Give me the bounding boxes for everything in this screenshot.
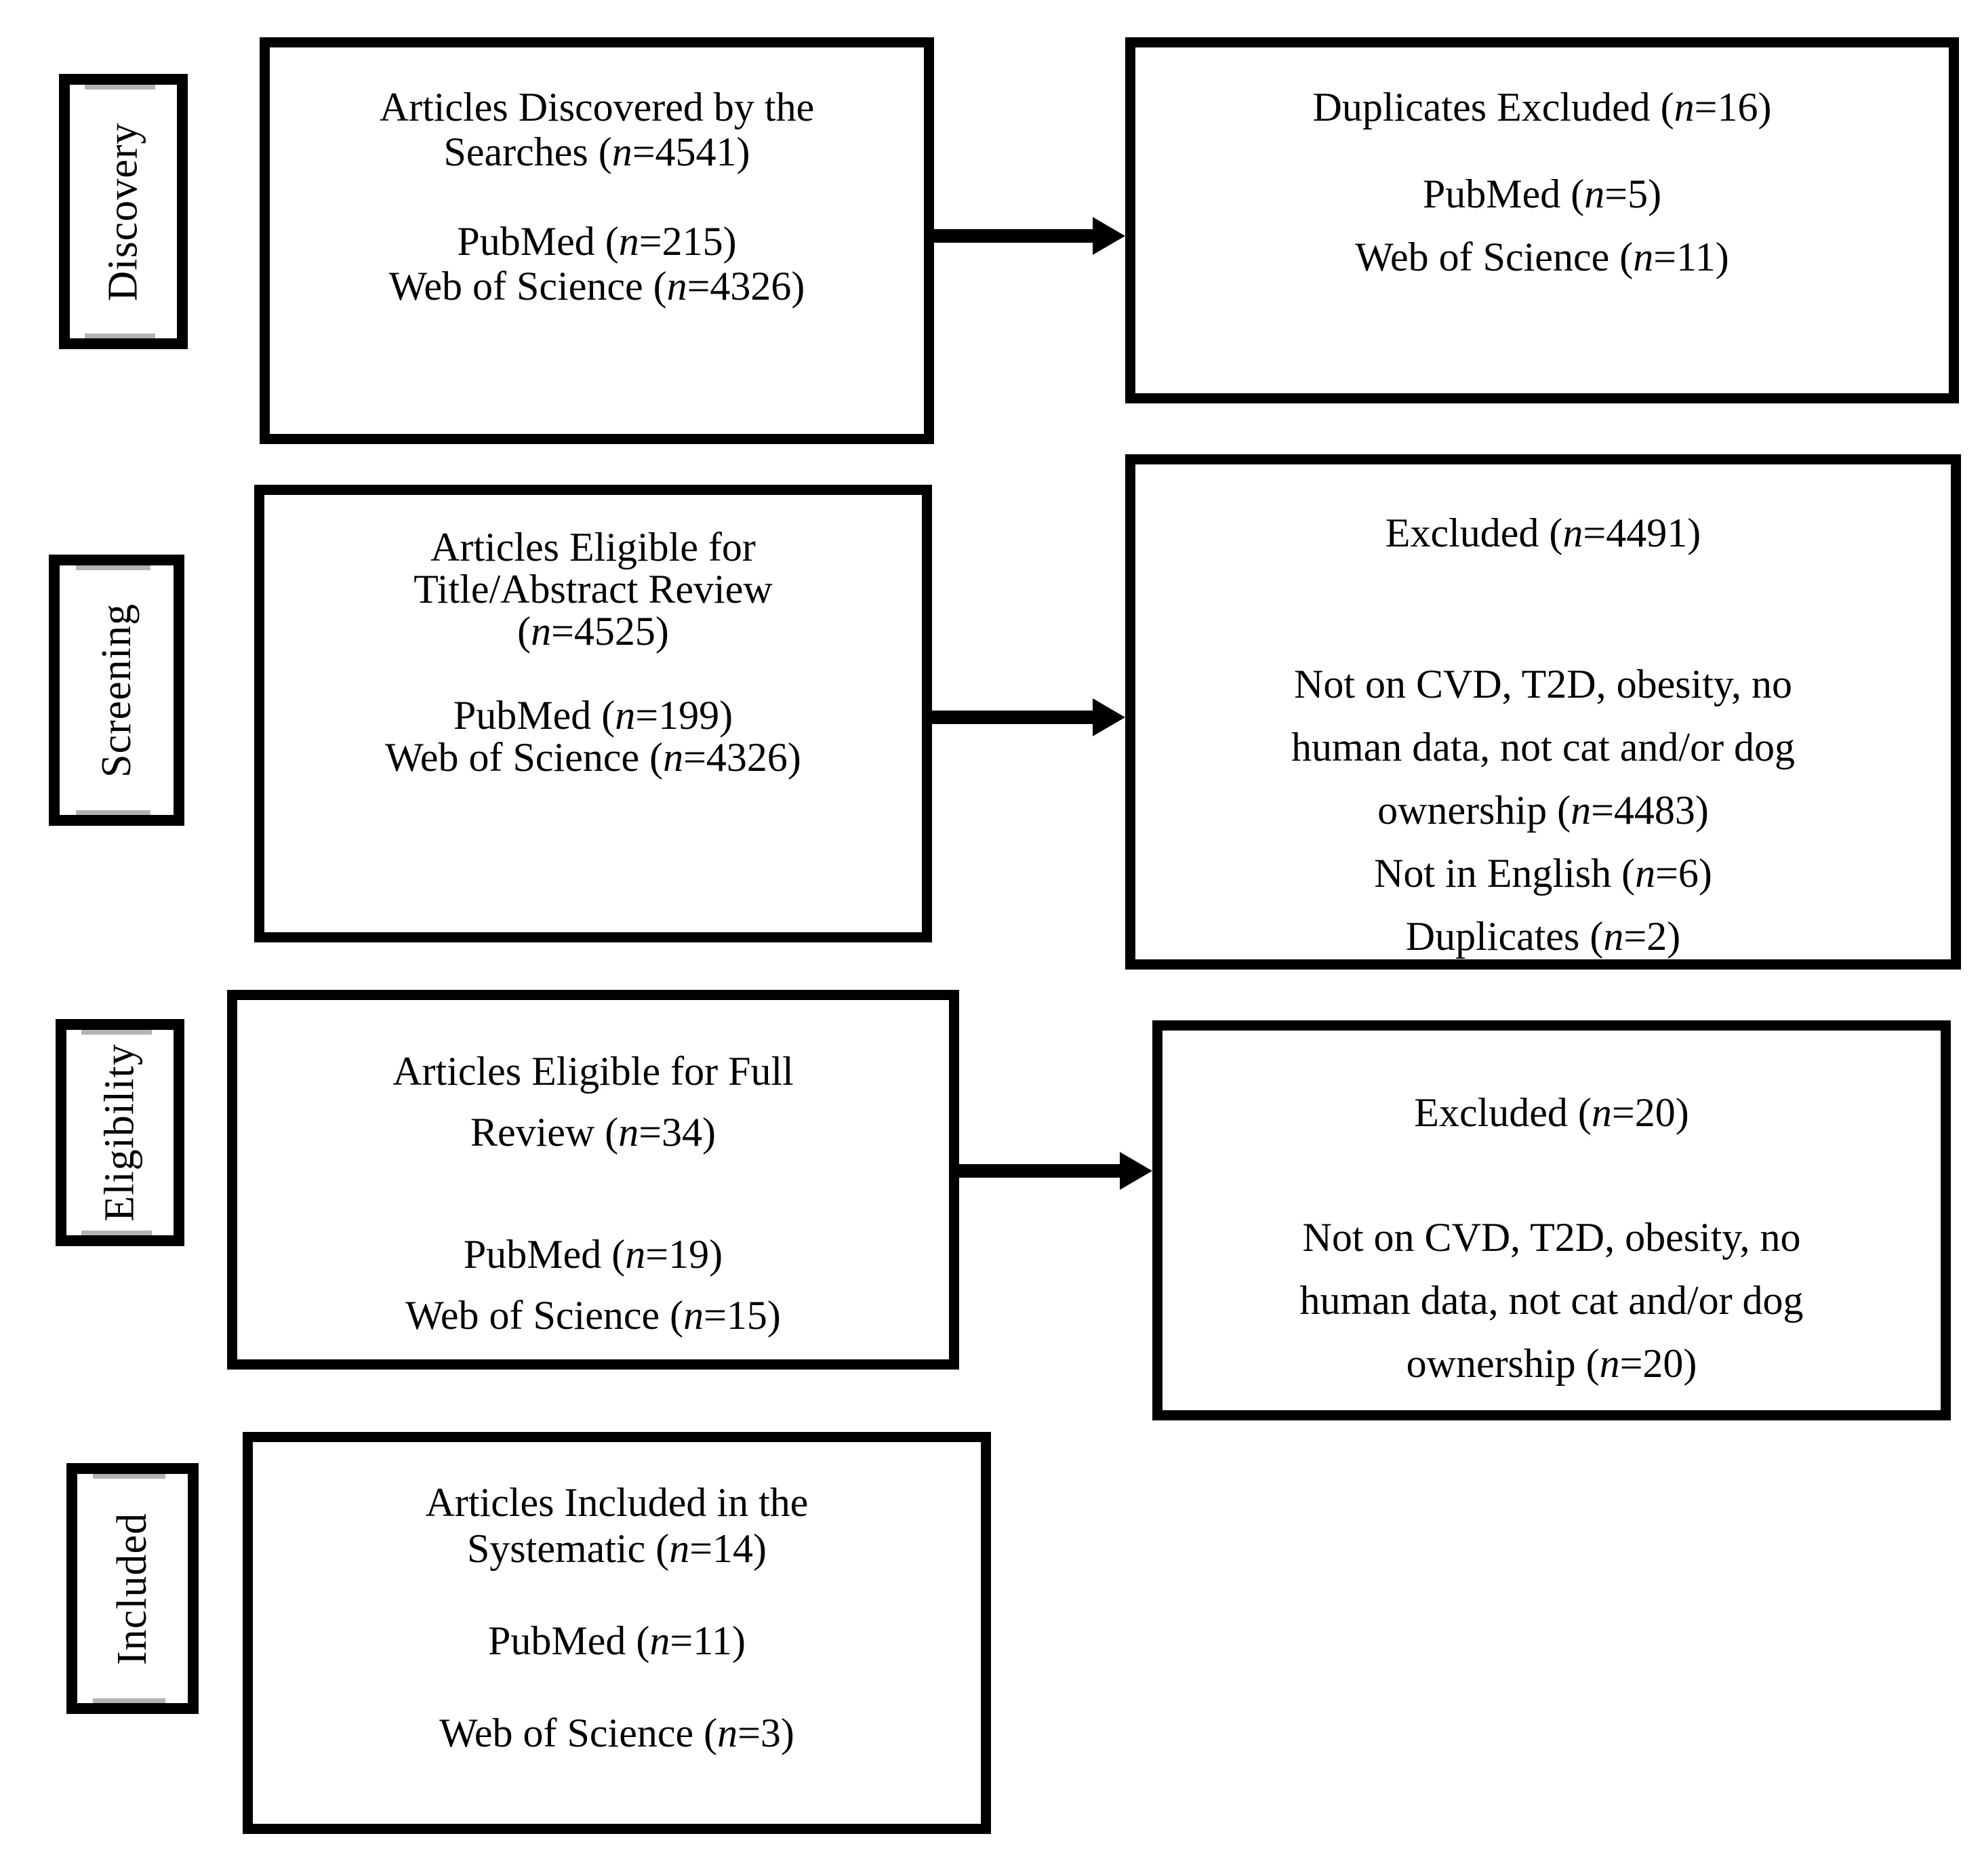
- box-text-line: Systematic (n=14): [466, 1526, 767, 1571]
- stage-label-eligibility: Eligibility: [56, 1019, 184, 1246]
- box-text-line: ownership (n=4483): [1377, 788, 1709, 833]
- stage-label-included: Included: [66, 1463, 199, 1714]
- stage-label-discovery-text: Discovery: [100, 122, 146, 301]
- flow-arrow-eligibility-to-excluded: [959, 1152, 1152, 1190]
- box-text-line: human data, not cat and/or dog: [1299, 1278, 1804, 1323]
- box-text-line: Web of Science (n=11): [1355, 235, 1729, 279]
- discovery-records-box: Articles Discovered by the Searches (n=4…: [260, 37, 934, 444]
- box-body-group: Not on CVD, T2D, obesity, no human data,…: [1135, 653, 1951, 968]
- box-text-line: PubMed (n=215): [457, 219, 737, 264]
- eligibility-full-review-box: Articles Eligible for Full Review (n=34)…: [227, 990, 959, 1370]
- box-body-group: Web of Science (n=3): [253, 1710, 981, 1756]
- flow-arrow-screening-to-excluded: [932, 698, 1125, 736]
- discovery-duplicates-excluded-box: Duplicates Excluded (n=16) PubMed (n=5) …: [1125, 37, 1959, 403]
- arrow-shaft: [959, 1164, 1121, 1178]
- included-articles-box: Articles Included in the Systematic (n=1…: [243, 1432, 991, 1834]
- box-text-line: Not on CVD, T2D, obesity, no: [1302, 1215, 1801, 1260]
- box-text-line: Not in English (n=6): [1374, 851, 1712, 896]
- screening-excluded-box: Excluded (n=4491) Not on CVD, T2D, obesi…: [1125, 454, 1961, 970]
- box-text-line: ownership (n=20): [1406, 1341, 1697, 1386]
- box-text-line: Duplicates (n=2): [1405, 914, 1681, 959]
- box-text-line: Web of Science (n=4326): [388, 264, 805, 308]
- stage-label-included-text: Included: [109, 1512, 156, 1665]
- box-body-group: PubMed (n=199) Web of Science (n=4326): [264, 694, 922, 778]
- arrow-head-icon: [1093, 217, 1125, 255]
- box-text-line: Not on CVD, T2D, obesity, no: [1294, 662, 1792, 706]
- box-text-line: Web of Science (n=3): [439, 1711, 794, 1755]
- stage-label-eligibility-text: Eligibility: [96, 1043, 143, 1222]
- box-title-group: Articles Discovered by the Searches (n=4…: [270, 85, 924, 174]
- box-text-line: PubMed (n=11): [488, 1618, 746, 1663]
- box-text-line: Articles Eligible for: [430, 525, 756, 570]
- box-text-line: Articles Eligible for Full: [392, 1049, 794, 1094]
- box-text-line: PubMed (n=199): [453, 693, 733, 738]
- box-text-line: (n=4525): [517, 609, 669, 654]
- box-body-group: PubMed (n=11): [253, 1618, 981, 1664]
- stage-label-screening: Screening: [49, 555, 184, 826]
- box-text-line: Searches (n=4541): [443, 129, 750, 174]
- screening-eligible-box: Articles Eligible for Title/Abstract Rev…: [254, 485, 932, 942]
- box-text-line: Review (n=34): [470, 1110, 716, 1155]
- box-title-group: Excluded (n=20): [1162, 1081, 1941, 1144]
- box-text-line: Web of Science (n=15): [405, 1293, 781, 1338]
- box-text-line: Web of Science (n=4326): [385, 735, 801, 780]
- box-text-line: Excluded (n=20): [1414, 1090, 1689, 1135]
- box-title-group: Articles Eligible for Full Review (n=34): [237, 1041, 949, 1163]
- box-body-group: PubMed (n=5) Web of Science (n=11): [1135, 163, 1949, 289]
- eligibility-excluded-box: Excluded (n=20) Not on CVD, T2D, obesity…: [1152, 1020, 1951, 1420]
- box-title-group: Duplicates Excluded (n=16): [1135, 76, 1949, 139]
- box-text-line: Duplicates Excluded (n=16): [1312, 85, 1772, 129]
- box-text-line: Excluded (n=4491): [1385, 511, 1701, 555]
- box-text-line: human data, not cat and/or dog: [1291, 725, 1796, 770]
- box-text-line: Articles Included in the: [425, 1480, 809, 1525]
- arrow-shaft: [934, 229, 1094, 243]
- arrow-head-icon: [1120, 1152, 1152, 1190]
- arrow-head-icon: [1093, 698, 1125, 736]
- stage-label-discovery: Discovery: [59, 74, 188, 349]
- arrow-shaft: [932, 711, 1094, 724]
- stage-label-screening-text: Screening: [93, 603, 140, 778]
- box-text-line: PubMed (n=5): [1422, 172, 1662, 216]
- box-body-group: PubMed (n=215) Web of Science (n=4326): [270, 219, 924, 308]
- box-text-line: Title/Abstract Review: [413, 567, 773, 612]
- box-text-line: Articles Discovered by the: [379, 85, 815, 129]
- box-title-group: Articles Eligible for Title/Abstract Rev…: [264, 526, 922, 652]
- box-text-line: PubMed (n=19): [463, 1232, 723, 1277]
- flow-arrow-discovery-to-duplicates: [934, 217, 1125, 255]
- box-title-group: Excluded (n=4491): [1135, 502, 1951, 565]
- box-body-group: PubMed (n=19) Web of Science (n=15): [237, 1224, 949, 1346]
- box-title-group: Articles Included in the Systematic (n=1…: [253, 1479, 981, 1572]
- box-body-group: Not on CVD, T2D, obesity, no human data,…: [1162, 1206, 1941, 1395]
